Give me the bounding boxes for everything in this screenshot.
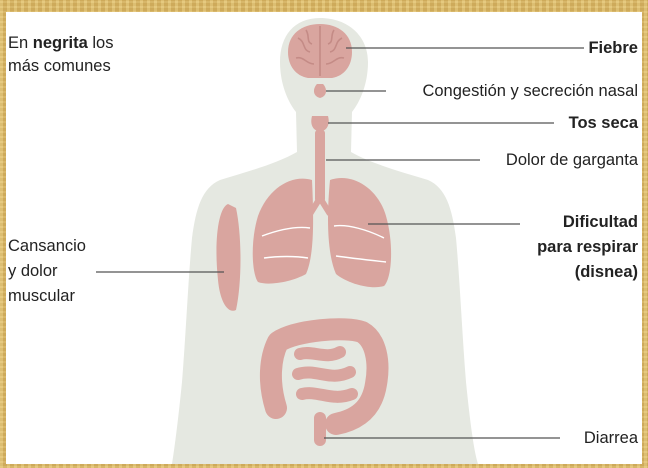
label-dificultad-line-2: para respirar (537, 235, 638, 260)
label-cansancio-line-2: y dolor (8, 259, 86, 284)
trachea-organ (315, 130, 325, 202)
label-cansancio-line-3: muscular (8, 284, 86, 309)
legend-prefix: En (8, 34, 28, 52)
label-diarrea: Diarrea (584, 426, 638, 450)
label-cansancio: Cansancio y dolor muscular (8, 234, 86, 309)
label-fiebre: Fiebre (588, 36, 638, 60)
legend-line-2: más comunes (8, 55, 113, 78)
label-congestion: Congestión y secreción nasal (422, 79, 638, 103)
legend-note: En negrita los más comunes (8, 32, 113, 78)
label-dolor-garganta: Dolor de garganta (506, 148, 638, 172)
label-dificultad-line-3: (disnea) (537, 260, 638, 285)
label-cansancio-line-1: Cansancio (8, 234, 86, 259)
infographic-panel: En negrita los más comunes Fiebre Conges… (6, 12, 642, 464)
label-dificultad: Dificultad para respirar (disnea) (537, 210, 638, 285)
label-dificultad-line-1: Dificultad (537, 210, 638, 235)
legend-suffix: los (92, 34, 113, 52)
brain-organ (288, 24, 352, 78)
legend-bold-word: negrita (33, 34, 88, 52)
legend-line-1: En negrita los (8, 32, 113, 55)
label-tos-seca: Tos seca (569, 111, 638, 135)
